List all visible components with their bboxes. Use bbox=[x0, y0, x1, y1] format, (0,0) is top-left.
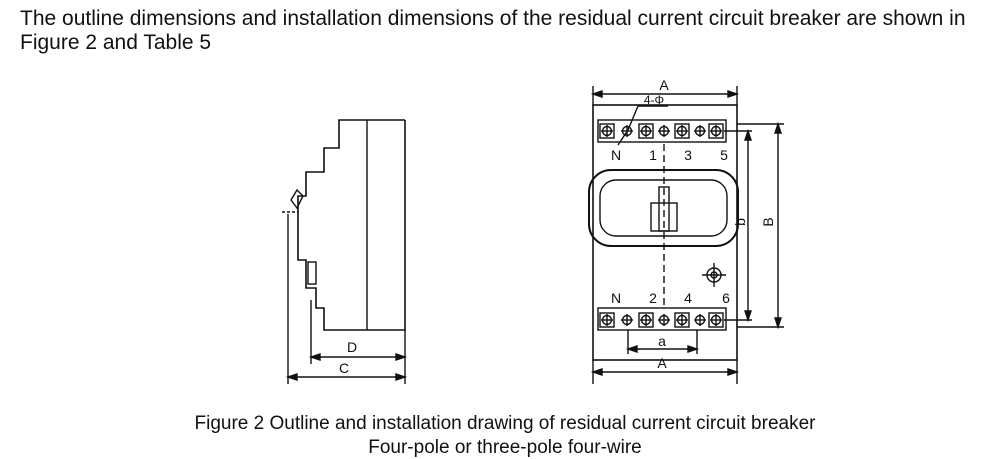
dim-a-bottom-arrow-right bbox=[727, 368, 740, 376]
bottom-terminal-label-n: N bbox=[611, 290, 621, 306]
bottom-terminal-screw bbox=[674, 312, 690, 328]
dim-a-top-arrow-right bbox=[727, 90, 740, 98]
front-view-handle-lever bbox=[658, 186, 670, 232]
top-terminal-screw bbox=[694, 125, 706, 137]
dim-b-inner-arrow-top bbox=[744, 128, 752, 141]
dim-c-arrow-right bbox=[395, 373, 408, 381]
side-view-test-button bbox=[307, 261, 317, 285]
bottom-terminal-screw bbox=[599, 312, 615, 328]
top-terminal-screw bbox=[599, 123, 615, 139]
bottom-terminal-block bbox=[597, 307, 727, 331]
dim-b-outer-arrow-bottom bbox=[774, 317, 782, 330]
side-view bbox=[282, 119, 408, 384]
top-terminal-screw bbox=[674, 123, 690, 139]
bottom-terminal-screw bbox=[638, 312, 654, 328]
top-terminal-screw bbox=[708, 123, 724, 139]
dim-a-bottom-label: A bbox=[657, 355, 667, 371]
side-view-body bbox=[297, 119, 406, 331]
figure-caption: Figure 2 Outline and installation drawin… bbox=[194, 413, 816, 434]
top-terminal-label-1: 1 bbox=[649, 147, 657, 163]
top-terminal-screw bbox=[638, 123, 654, 139]
dim-b-outer-label: B bbox=[760, 217, 776, 226]
side-view-handle bbox=[290, 188, 304, 210]
bottom-terminal-screws bbox=[599, 312, 724, 328]
hole-note-pointer bbox=[627, 105, 639, 131]
top-terminal-label-3: 3 bbox=[684, 147, 692, 163]
bottom-terminal-label-2: 2 bbox=[649, 290, 657, 306]
bottom-terminal-label-4: 4 bbox=[684, 290, 692, 306]
dim-c-label: C bbox=[339, 360, 349, 376]
top-terminal-label-5: 5 bbox=[720, 147, 728, 163]
front-view bbox=[588, 86, 784, 384]
dim-a-small-label: a bbox=[658, 333, 666, 349]
hole-note-label: 4-Φ bbox=[644, 93, 664, 107]
dim-d-label: D bbox=[347, 339, 357, 355]
figure-subcaption: Four-pole or three-pole four-wire bbox=[368, 437, 642, 458]
dim-d-arrow-right bbox=[395, 353, 408, 361]
dim-a-top-arrow-left bbox=[590, 90, 603, 98]
top-terminal-screws bbox=[599, 123, 724, 139]
bottom-terminal-screw bbox=[658, 314, 670, 326]
page-heading: The outline dimensions and installation … bbox=[20, 7, 966, 54]
dim-a-small-arrow-right bbox=[687, 345, 700, 353]
dim-a-bottom-arrow-left bbox=[590, 368, 603, 376]
bottom-terminal-screw bbox=[708, 312, 724, 328]
dim-d-arrow-left bbox=[308, 353, 321, 361]
top-terminal-label-n: N bbox=[611, 147, 621, 163]
dim-b-inner-label: b bbox=[732, 218, 748, 226]
dim-a-small-arrow-left bbox=[625, 345, 638, 353]
dim-b-outer-arrow-top bbox=[774, 121, 782, 134]
bottom-terminal-label-6: 6 bbox=[722, 290, 730, 306]
dim-a-top-label: A bbox=[659, 77, 669, 93]
bottom-terminal-screw bbox=[621, 314, 633, 326]
dim-c-arrow-left bbox=[285, 373, 298, 381]
top-terminal-screw bbox=[658, 125, 670, 137]
bottom-terminal-screw bbox=[694, 314, 706, 326]
top-terminal-screw bbox=[621, 125, 633, 137]
dim-b-inner-arrow-bottom bbox=[744, 310, 752, 323]
